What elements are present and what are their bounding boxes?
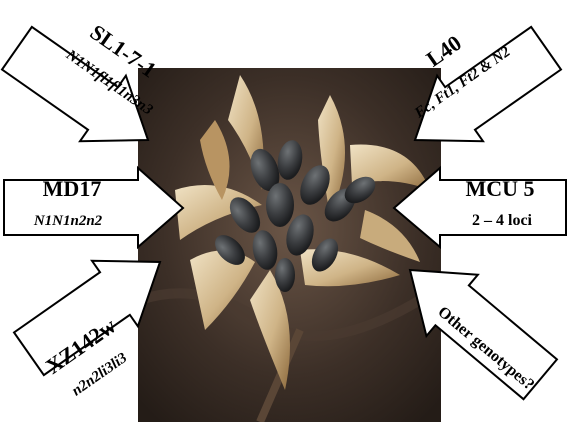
arrow-mid-left-name: MD17 (43, 176, 102, 201)
arrow-mid-right-genotype: 2 – 4 loci (472, 212, 533, 229)
arrow-top-right-name: L40 (422, 30, 466, 72)
arrow-mid-left-genotype: N1N1n2n2 (33, 213, 103, 229)
seed-pod-photo (138, 68, 441, 422)
arrow-mid-right-name: MCU 5 (465, 176, 534, 201)
